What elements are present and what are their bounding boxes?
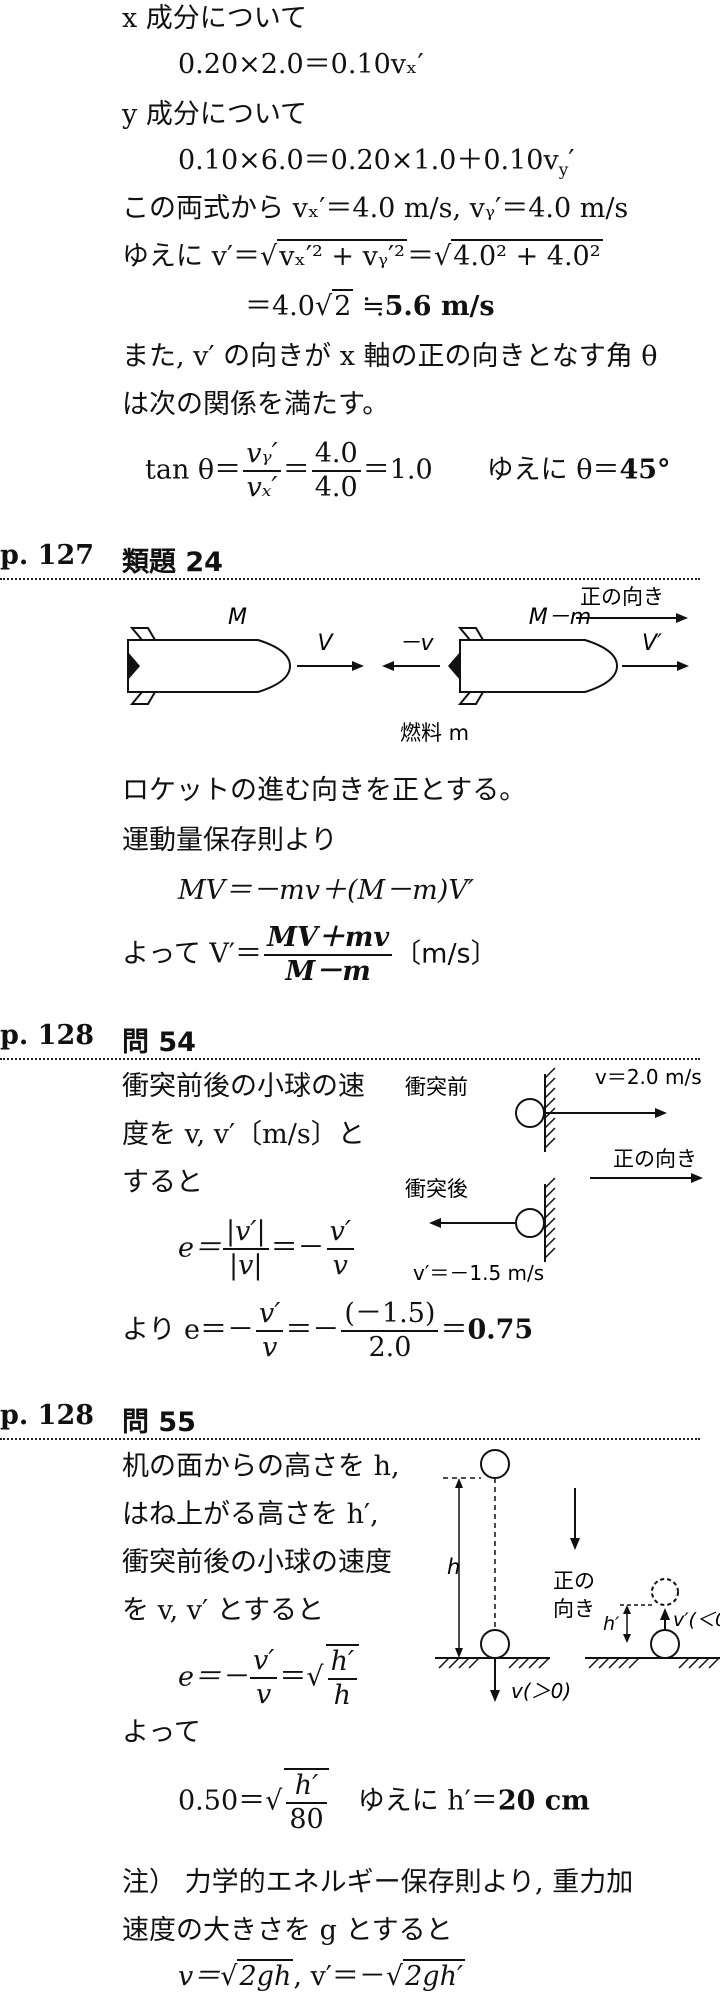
equation-e-sqrt: e＝－v′v＝√h′h: [178, 1644, 361, 1712]
height-h-prime-label: h′: [603, 1613, 620, 1635]
positive-direction-indicator: 正の向き: [576, 585, 688, 623]
positive-direction-label-2: 向き: [553, 1597, 595, 1621]
text-let-v: を v, v′ とすると: [122, 1595, 324, 1626]
page-number: p. 128: [0, 1400, 95, 1431]
note-energy-conservation: 注） 力学的エネルギー保存則より, 重力加: [122, 1867, 634, 1898]
positive-direction-label: 正の向き: [580, 585, 664, 609]
page-number: p. 128: [0, 1020, 95, 1051]
equation-h-prime-answer: 0.50＝√h′80 ゆえに h′＝20 cm: [178, 1768, 590, 1835]
velocity-after-label: v′＝－1.5 m/s: [413, 1261, 544, 1285]
velocity-V-prime-label: V′: [642, 631, 662, 656]
equation-restitution-answer: より e＝－v′v＝－(－1.5)2.0＝0.75: [122, 1298, 534, 1363]
positive-direction-label: 正の向き: [613, 1147, 697, 1171]
note-gravity: 速度の大きさを g とすると: [122, 1915, 453, 1946]
text-height-h: 机の面からの高さを h,: [122, 1451, 400, 1482]
problem-title: 問 55: [122, 1407, 196, 1438]
equation-y: 0.10×6.0＝0.20×1.0＋0.10vy′: [178, 145, 575, 181]
rocket-diagram: 正の向き M V －v M－m 燃料 m V′: [127, 585, 689, 745]
problem-title: 問 54: [122, 1027, 196, 1058]
ball-initial: [480, 1449, 510, 1479]
fuel-velocity-arrow: －v: [382, 631, 440, 671]
ball-impact: [480, 1629, 510, 1659]
equation-v-sqrt: v＝√2gh, v′＝－√2gh′: [178, 1959, 466, 1992]
positive-direction-label-1: 正の: [553, 1569, 595, 1593]
text-velocities-2: 度を v, v′〔m/s〕と: [122, 1119, 365, 1150]
velocity-V-label: V: [317, 631, 334, 656]
rocket-after: M－m 燃料 m: [400, 605, 619, 745]
section-header-toi-55: p. 128 問 55: [0, 1398, 700, 1440]
section-header-ruidai-24: p. 127 類題 24: [0, 538, 700, 580]
after-collision-label: 衝突後: [405, 1177, 468, 1201]
equation-x: 0.20×2.0＝0.10vₓ′: [178, 49, 424, 80]
rocket-before: M: [127, 605, 292, 705]
collision-diagram: 衝突前 v＝2.0 m/s 正の向き 衝突後 v′＝－1.5 m/s: [405, 1065, 703, 1285]
text-rocket-direction: ロケットの進む向きを正とする。: [122, 775, 527, 806]
bounce-diagram: h v(＞0) 正の 向き h′ v′(＜0): [435, 1449, 720, 1703]
equation-restitution: e＝|v′||v|＝－v′v: [178, 1216, 356, 1282]
equation-v-prime: ゆえに v′＝√vₓ′² + vᵧ′²＝√4.0² + 4.0²: [122, 239, 603, 272]
text-ball-velocity: 衝突前後の小球の速度: [122, 1547, 392, 1578]
text-x-component: x 成分について: [122, 3, 307, 34]
text-velocities-3: すると: [122, 1167, 203, 1198]
velocity-v-prime-label: v′(＜0): [673, 1609, 720, 1631]
ball-after: [515, 1208, 545, 1238]
text-angle: また, v′ の向きが x 軸の正の向きとなす角 θ: [122, 341, 658, 372]
velocity-before-label: v＝2.0 m/s: [595, 1065, 702, 1089]
equation-v-result: ＝4.0√2 ≒5.6 m/s: [245, 289, 495, 322]
ball-before: [515, 1098, 545, 1128]
section-header-toi-54: p. 128 問 54: [0, 1018, 700, 1060]
text-momentum-conservation: 運動量保存則より: [122, 825, 338, 856]
text-y-component: y 成分について: [122, 99, 308, 130]
page-number: p. 127: [0, 540, 95, 571]
text-therefore: よって: [122, 1717, 201, 1748]
velocity-V-prime-arrow: V′: [622, 631, 689, 671]
mass-M-label: M: [228, 605, 247, 630]
velocity-v-label: v(＞0): [511, 1679, 571, 1703]
text-velocities-1: 衝突前後の小球の速: [122, 1071, 365, 1102]
ball-peak: [651, 1578, 679, 1606]
text-both-equations: この両式から vₓ′＝4.0 m/s, vᵧ′＝4.0 m/s: [122, 193, 629, 224]
fuel-velocity-label: －v: [398, 631, 434, 656]
equation-momentum: MV＝－mv＋(M－m)V′: [178, 875, 474, 906]
ball-rebound: [650, 1629, 680, 1659]
text-height-h-prime: はね上がる高さを h′,: [122, 1499, 379, 1530]
velocity-V-arrow: V: [297, 631, 364, 671]
mass-M-minus-m-label: M－m: [529, 605, 591, 630]
before-collision-label: 衝突前: [405, 1075, 468, 1099]
fuel-label: 燃料 m: [400, 721, 469, 745]
height-h-label: h: [447, 1555, 460, 1579]
problem-title: 類題 24: [122, 547, 223, 578]
text-relation: は次の関係を満たす。: [122, 389, 390, 420]
